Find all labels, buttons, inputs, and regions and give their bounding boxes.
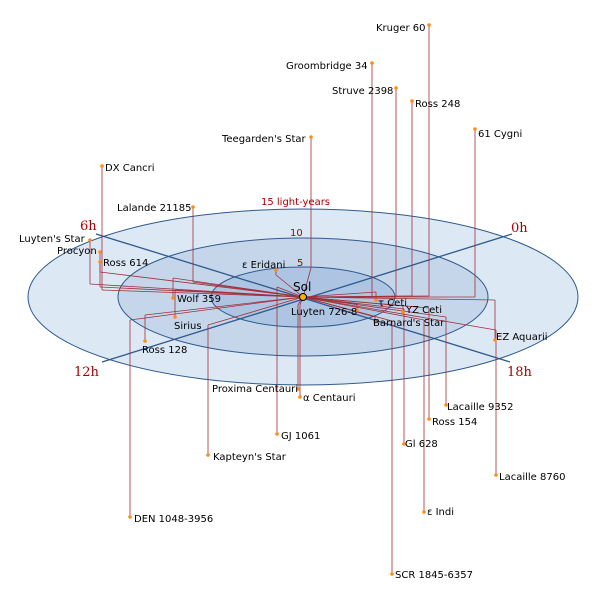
star-dot-yz-ceti (401, 310, 405, 314)
radial-line-epsilon-eridani (275, 274, 304, 298)
sol-marker (299, 293, 307, 301)
star-label-struve-2398: Struve 2398 (332, 86, 393, 97)
radial-line-epsilon-indi (302, 296, 425, 321)
hour-label-0h: 0h (511, 221, 528, 236)
radial-line-lacaille-8760 (302, 296, 497, 331)
radial-line-ross-614 (99, 271, 304, 298)
ring-label-5: 5 (297, 258, 303, 269)
star-dot-kruger-60 (427, 23, 431, 27)
star-dot-den-1048-3956 (128, 515, 132, 519)
star-dot-epsilon-indi (422, 510, 426, 514)
star-dot-dx-cancri (100, 164, 104, 168)
star-label-alpha-centauri: α Centauri (303, 393, 356, 404)
star-dot-gl-628 (402, 442, 406, 446)
star-dot-ross-154 (427, 417, 431, 421)
star-label-tau-ceti: τ Ceti (378, 298, 407, 309)
star-label-gj-1061: GJ 1061 (281, 431, 320, 442)
radial-line-ross-154 (302, 296, 430, 309)
star-dot-luyten-726-8 (355, 308, 359, 312)
ring-label-15: 15 light-years (261, 197, 330, 208)
star-dot-scr-1845-6357 (390, 572, 394, 576)
radial-line-gl-628 (302, 296, 405, 310)
star-dot-teegardens-star (309, 135, 313, 139)
star-dot-lacaille-8760 (494, 473, 498, 477)
star-label-teegardens-star: Teegarden's Star (221, 134, 306, 145)
radial-line-teegardens-star (302, 267, 312, 298)
star-dot-groombridge-34 (370, 61, 374, 65)
star-label-barnards-star: Barnard's Star (373, 318, 445, 329)
hour-label-12h: 12h (74, 365, 100, 380)
star-dot-epsilon-eridani (274, 268, 278, 272)
radial-line-sirius (174, 289, 304, 298)
star-dot-proxima-centauri (296, 387, 300, 391)
radial-line-kapteyns-star (207, 296, 304, 326)
star-label-kapteyns-star: Kapteyn's Star (213, 452, 287, 463)
star-label-61-cygni: 61 Cygni (478, 129, 522, 140)
star-label-ross-154: Ross 154 (432, 417, 477, 428)
star-dot-ross-128 (143, 339, 147, 343)
star-dot-procyon (98, 250, 102, 254)
star-label-gl-628: Gl 628 (405, 439, 438, 450)
star-label-lacaille-9352: Lacaille 9352 (447, 402, 513, 413)
star-dot-struve-2398 (394, 86, 398, 90)
star-label-yz-ceti: YZ Ceti (405, 305, 442, 316)
star-label-ross-128: Ross 128 (142, 345, 187, 356)
star-dot-gj-1061 (275, 432, 279, 436)
star-links (89, 25, 497, 574)
star-label-groombridge-34: Groombridge 34 (286, 61, 368, 72)
star-dot-kapteyns-star (206, 453, 210, 457)
star-label-epsilon-indi: ε Indi (427, 507, 454, 518)
star-dot-lacaille-9352 (444, 403, 448, 407)
star-label-ross-248: Ross 248 (415, 99, 460, 110)
star-dot-ross-248 (410, 99, 414, 103)
star-dot-wolf-359 (171, 296, 175, 300)
star-dot-sirius (173, 315, 177, 319)
radial-line-wolf-359 (172, 277, 304, 298)
hour-label-6h: 6h (80, 219, 97, 234)
star-label-wolf-359: Wolf 359 (177, 294, 221, 305)
star-label-lalande-21185: Lalande 21185 (117, 203, 191, 214)
star-label-proxima-centauri: Proxima Centauri (212, 384, 298, 395)
star-dot-61-cygni (473, 127, 477, 131)
star-label-kruger-60: Kruger 60 (376, 23, 426, 34)
radial-line-scr-1845-6357 (302, 296, 393, 322)
hour-label-18h: 18h (507, 365, 533, 380)
star-label-luytens-star: Luyten's Star (19, 234, 86, 245)
star-label-luyten-726-8: Luyten 726-8 (291, 307, 357, 318)
star-dot-ez-aquarii (493, 338, 497, 342)
star-dot-tau-ceti (374, 298, 378, 302)
star-label-scr-1845-6357: SCR 1845-6357 (395, 570, 473, 581)
star-label-epsilon-eridani: ε Eridani (242, 260, 285, 271)
star-label-den-1048-3956: DEN 1048-3956 (134, 514, 213, 525)
radial-line-tau-ceti (302, 291, 377, 298)
sol-label: Sol (293, 280, 311, 294)
star-label-ez-aquarii: EZ Aquarii (496, 332, 548, 343)
radial-line-gj-1061 (276, 286, 304, 298)
radial-line-lacaille-9352 (302, 296, 447, 318)
star-dot-alpha-centauri (298, 395, 302, 399)
ring-label-10: 10 (290, 228, 303, 239)
star-label-ross-614: Ross 614 (103, 258, 148, 269)
star-label-procyon: Procyon (57, 246, 97, 257)
star-dot-lalande-21185 (191, 205, 195, 209)
star-label-dx-cancri: DX Cancri (105, 163, 155, 174)
star-label-sirius: Sirius (174, 321, 202, 332)
star-label-lacaille-8760: Lacaille 8760 (499, 472, 565, 483)
star-dot-luytens-star (88, 238, 92, 242)
radial-line-ez-aquarii (302, 296, 496, 301)
radial-line-dx-cancri (101, 289, 304, 298)
radial-line-den-1048-3956 (129, 296, 304, 321)
star-dot-ross-614 (98, 260, 102, 264)
star-dot-barnards-star (373, 320, 377, 324)
